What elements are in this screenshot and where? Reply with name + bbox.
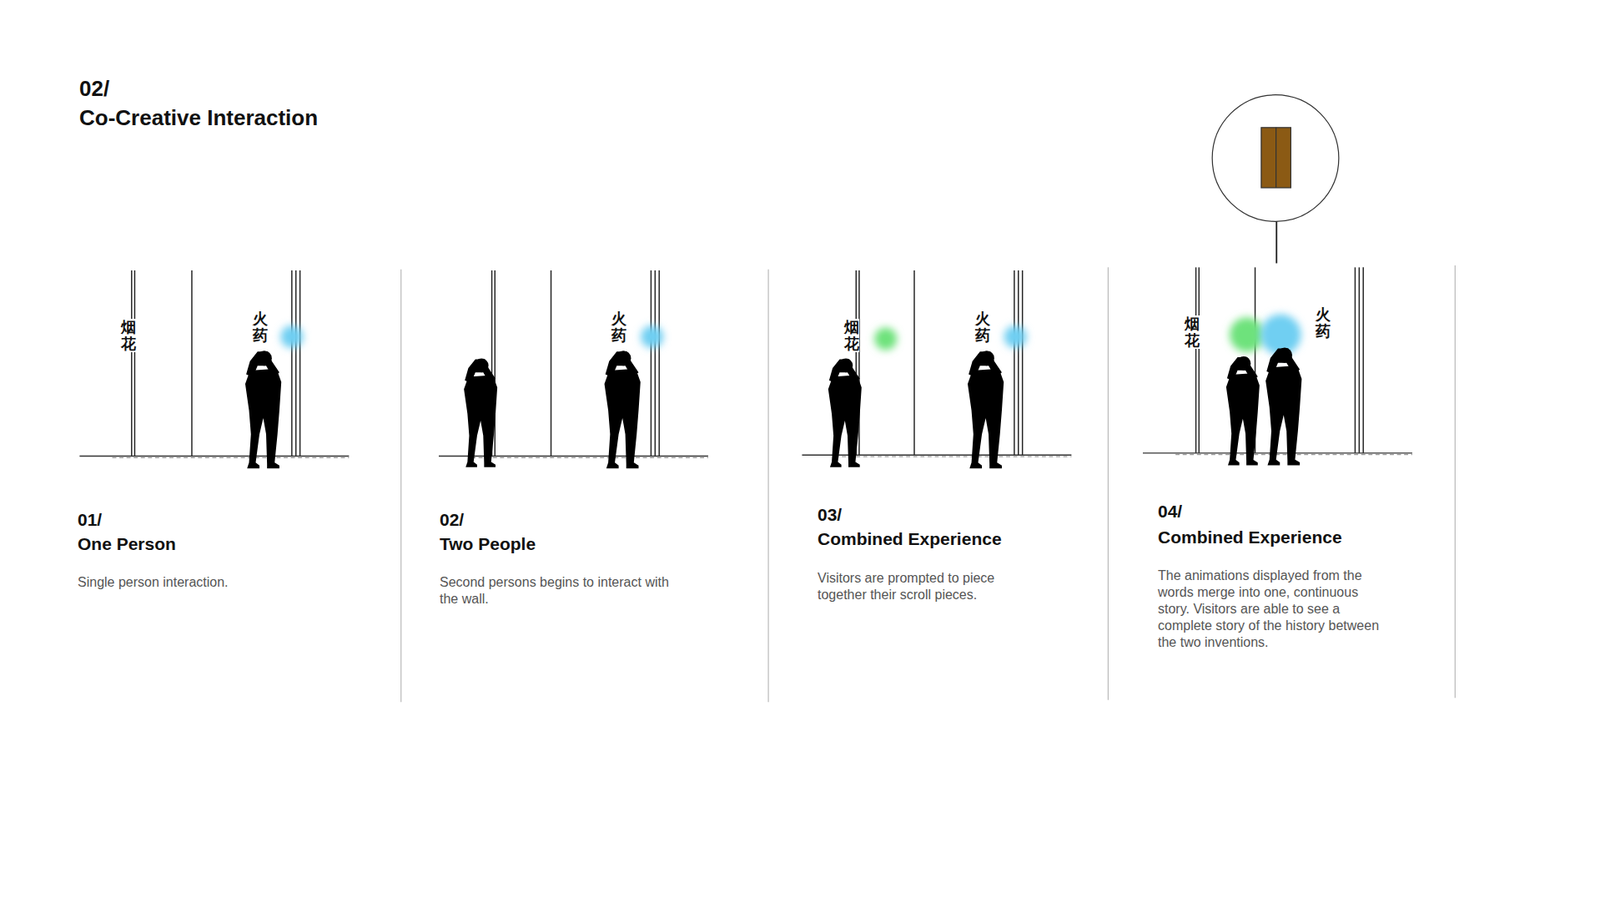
panel-scene xyxy=(438,270,709,468)
panel-scene xyxy=(801,270,1072,468)
vertical-chinese-text: 火药 xyxy=(252,310,268,344)
section-number: 02/ xyxy=(79,75,110,102)
step-heading: Combined Experience xyxy=(1157,526,1343,549)
step-number: 04/ xyxy=(1157,500,1183,523)
step-description: The animations displayed from the words … xyxy=(1157,567,1388,651)
step-heading: Two People xyxy=(439,533,536,555)
step-description: Visitors are prompted to piece together … xyxy=(817,569,1022,604)
panel-scene xyxy=(79,270,349,468)
step-description: Single person interaction. xyxy=(77,573,328,591)
step-number: 03/ xyxy=(817,503,842,526)
scroll-callout xyxy=(1212,95,1339,264)
vertical-chinese-text: 火药 xyxy=(611,310,627,344)
vertical-chinese-text: 火药 xyxy=(1315,306,1331,340)
vertical-chinese-text: 烟花 xyxy=(120,318,136,353)
step-description: Second persons begins to interact with t… xyxy=(439,573,670,608)
panel-scene xyxy=(1142,266,1413,465)
vertical-chinese-text: 火药 xyxy=(975,310,991,344)
vertical-chinese-text: 烟花 xyxy=(1184,315,1200,349)
panel-dividers xyxy=(401,265,1456,702)
vertical-chinese-text: 烟花 xyxy=(844,318,860,353)
step-heading: One Person xyxy=(77,533,177,555)
step-number: 01/ xyxy=(77,508,102,531)
step-number: 02/ xyxy=(439,508,464,531)
page-title: Co-Creative Interaction xyxy=(79,104,318,131)
step-heading: Combined Experience xyxy=(817,528,1002,550)
